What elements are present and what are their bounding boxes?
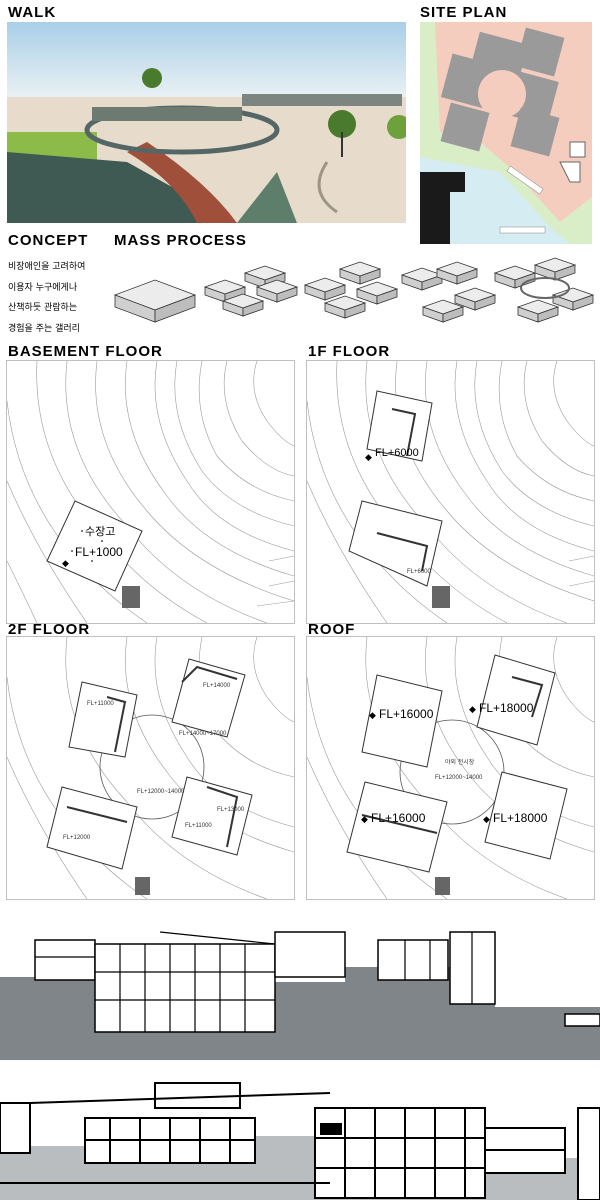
roof-heading: ROOF [308, 621, 356, 638]
section-drawing-1 [0, 931, 600, 1060]
roof-level-nw: FL+16000 [379, 707, 434, 721]
concept-line-1: 비장애인을 고려하여 [8, 262, 86, 272]
concept-heading: CONCEPT [8, 232, 89, 249]
second-level-6: FL+11000 [185, 823, 212, 829]
basement-heading: BASEMENT FLOOR [8, 343, 163, 360]
second-level-3: FL+14000~17000 [179, 731, 227, 737]
roof-level-ne: FL+18000 [479, 701, 534, 715]
level-marker-icon: ◆ [483, 815, 490, 825]
second-floor-plan: FL+11000 FL+14000 FL+14000~17000 FL+1200… [6, 636, 295, 900]
mass-stage-2 [203, 265, 299, 317]
basement-room-label: 수장고 [85, 526, 116, 538]
basement-plan: 수장고 FL+1000 ◆ [6, 360, 295, 624]
level-marker-icon: ◆ [369, 711, 376, 721]
level-marker-icon: ◆ [469, 705, 476, 715]
roof-level-sw: FL+16000 [371, 811, 426, 825]
walk-rendering [7, 22, 406, 223]
walk-heading: WALK [8, 4, 57, 21]
level-marker-icon: ◆ [62, 559, 69, 569]
roof-center-label: 야외 전시장 [445, 760, 475, 766]
second-level-1: FL+11000 [87, 701, 114, 707]
level-marker-icon: ◆ [365, 453, 372, 463]
section-drawing-2 [0, 1082, 600, 1200]
second-level-4: FL+12000~14000 [137, 789, 185, 795]
first-floor-plan: FL+6000 ◆ FL+6000 [306, 360, 595, 624]
site-plan-heading: SITE PLAN [420, 4, 508, 21]
mass-stage-3 [303, 261, 399, 319]
mass-process-diagram [113, 257, 595, 323]
first-floor-heading: 1F FLOOR [308, 343, 391, 360]
concept-line-4: 경험을 주는 갤러리 [8, 324, 80, 334]
mass-process-heading: MASS PROCESS [114, 232, 247, 249]
roof-center-level: FL+12000~14000 [435, 775, 483, 781]
first-floor-level-a: FL+6000 [375, 447, 419, 459]
basement-level-label: FL+1000 [75, 545, 123, 559]
second-floor-heading: 2F FLOOR [8, 621, 91, 638]
mass-stage-5 [493, 257, 595, 323]
second-level-7: FL+13000 [217, 807, 245, 813]
concept-line-2: 이용자 누구에게나 [8, 283, 78, 293]
level-marker-icon: ◆ [361, 815, 368, 825]
second-level-2: FL+14000 [203, 683, 231, 689]
second-level-5: FL+12000 [63, 835, 91, 841]
mass-stage-1 [113, 279, 197, 323]
roof-level-se: FL+18000 [493, 811, 548, 825]
roof-plan: FL+16000 ◆ FL+18000 ◆ FL+16000 ◆ FL+1800… [306, 636, 595, 900]
site-plan-map [420, 22, 592, 244]
mass-stage-4 [400, 261, 497, 323]
concept-line-3: 산책하듯 관람하는 [8, 303, 78, 313]
first-floor-level-b: FL+6000 [407, 569, 431, 575]
